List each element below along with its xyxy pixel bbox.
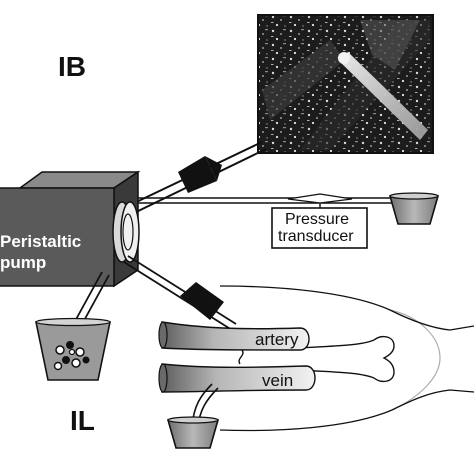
reservoir-cup: [35, 317, 111, 381]
label-il: IL: [70, 405, 95, 436]
micrograph-image: [257, 14, 434, 154]
organ-outline: [219, 285, 474, 432]
peristaltic-pump: Peristaltic pump: [0, 170, 141, 288]
tube-to-artery: [123, 255, 237, 331]
vein-label: vein: [262, 371, 293, 390]
transducer-label-line1: Pressure: [285, 211, 349, 228]
pump-label-line1: Peristaltic: [0, 232, 81, 251]
artery-label: artery: [255, 330, 299, 349]
pressure-transducer-box: Pressure transducer: [271, 207, 368, 249]
vessel-connector: [238, 349, 244, 365]
tube-to-transducer: [134, 193, 398, 208]
artery-vessel: artery: [158, 321, 310, 351]
collection-cup-bottom: [166, 416, 220, 449]
collection-cup-right: [388, 192, 440, 225]
flow-arrow-up: [178, 156, 217, 193]
bone-shape: [299, 335, 395, 383]
label-ib: IB: [58, 51, 86, 82]
transducer-label-line2: transducer: [278, 228, 354, 245]
pump-label-line2: pump: [0, 253, 46, 272]
vein-vessel: vein: [158, 363, 316, 393]
